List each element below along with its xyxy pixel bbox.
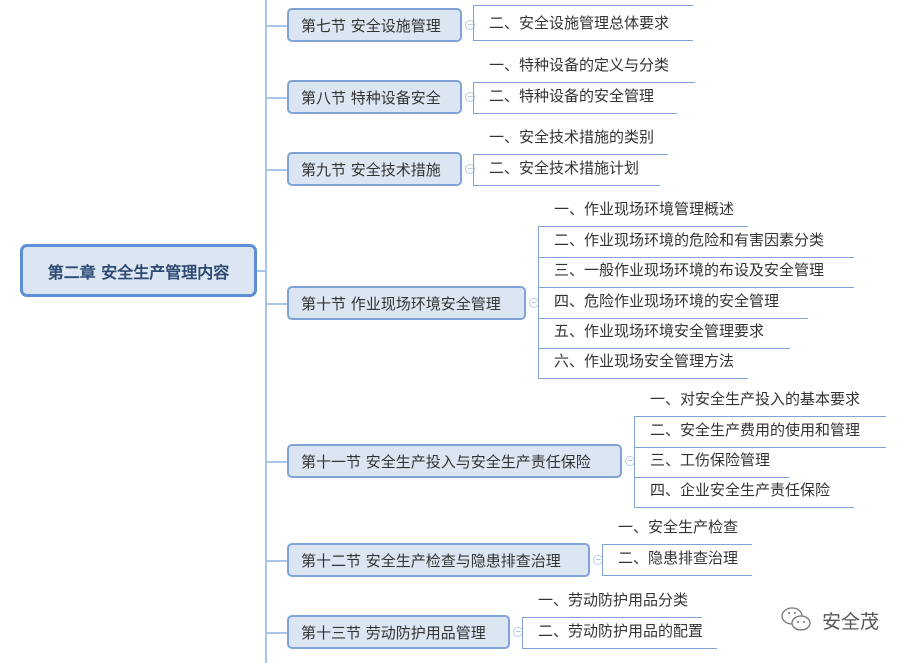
topic-label: 二、隐患排查治理	[618, 549, 739, 567]
topic-item[interactable]: 五、作业现场环境安全管理要求	[538, 324, 790, 349]
topic-label: 三、一般作业现场环境的布设及安全管理	[554, 261, 825, 279]
topic-label: 二、劳动防护用品的配置	[538, 622, 704, 640]
section-connector	[265, 97, 287, 99]
topic-label: 五、作业现场环境安全管理要求	[554, 322, 765, 340]
section-node[interactable]: 第十二节 安全生产检查与隐患排查治理	[287, 543, 590, 577]
wechat-icon	[781, 607, 811, 631]
section-connector	[265, 560, 287, 562]
topic-label: 四、企业安全生产责任保险	[650, 481, 831, 499]
topic-label: 二、安全设施管理总体要求	[489, 14, 670, 32]
topic-label: 四、危险作业现场环境的安全管理	[554, 292, 780, 310]
topic-item[interactable]: 三、一般作业现场环境的布设及安全管理	[538, 263, 854, 288]
topic-label: 一、作业现场环境管理概述	[554, 200, 735, 218]
section-connector	[265, 461, 287, 463]
topic-label: 六、作业现场安全管理方法	[554, 352, 735, 370]
section-connector	[265, 303, 287, 305]
topic-item[interactable]: 一、对安全生产投入的基本要求	[634, 392, 886, 417]
topic-label: 一、安全生产检查	[618, 518, 739, 536]
section-connector	[265, 25, 287, 27]
section-connector	[265, 169, 287, 171]
topic-item[interactable]: 二、隐患排查治理	[602, 551, 752, 576]
topic-label: 一、对安全生产投入的基本要求	[650, 390, 861, 408]
topic-item[interactable]: 二、安全设施管理总体要求	[473, 16, 693, 41]
topic-label: 二、特种设备的安全管理	[489, 87, 655, 105]
topic-item[interactable]: 三、工伤保险管理	[634, 453, 789, 478]
child-bracket	[473, 82, 474, 114]
collapse-toggle-icon[interactable]: −	[465, 92, 475, 102]
topic-item[interactable]: 一、安全生产检查	[602, 520, 752, 545]
chapter-connector	[257, 270, 266, 272]
topic-label: 一、特种设备的定义与分类	[489, 56, 670, 74]
watermark-text: 安全茂	[822, 610, 880, 633]
child-bracket	[473, 5, 474, 41]
topic-label: 二、安全生产费用的使用和管理	[650, 421, 861, 439]
child-bracket	[634, 416, 635, 508]
topic-item[interactable]: 二、特种设备的安全管理	[473, 89, 677, 114]
topic-item[interactable]: 一、劳动防护用品分类	[522, 593, 702, 618]
child-bracket	[522, 617, 523, 649]
topic-item[interactable]: 二、劳动防护用品的配置	[522, 624, 717, 649]
topic-item[interactable]: 一、安全技术措施的类别	[473, 130, 668, 155]
topic-label: 三、工伤保险管理	[650, 451, 771, 469]
topic-label: 一、安全技术措施的类别	[489, 128, 655, 146]
section-node[interactable]: 第十一节 安全生产投入与安全生产责任保险	[287, 444, 622, 478]
child-bracket	[602, 544, 603, 576]
topic-item[interactable]: 二、安全技术措施计划	[473, 161, 660, 186]
topic-item[interactable]: 四、危险作业现场环境的安全管理	[538, 294, 808, 319]
topic-label: 二、安全技术措施计划	[489, 159, 640, 177]
collapse-toggle-icon[interactable]: −	[465, 164, 475, 174]
trunk-line	[265, 0, 267, 663]
topic-label: 一、劳动防护用品分类	[538, 591, 689, 609]
watermark: 安全茂	[780, 606, 879, 634]
topic-item[interactable]: 一、作业现场环境管理概述	[538, 202, 748, 227]
collapse-toggle-icon[interactable]: −	[465, 20, 475, 30]
topic-item[interactable]: 六、作业现场安全管理方法	[538, 354, 748, 379]
topic-item[interactable]: 一、特种设备的定义与分类	[473, 58, 695, 83]
topic-item[interactable]: 二、安全生产费用的使用和管理	[634, 423, 886, 448]
section-node[interactable]: 第十节 作业现场环境安全管理	[287, 286, 526, 320]
section-node[interactable]: 第八节 特种设备安全	[287, 80, 462, 114]
chapter-node[interactable]: 第二章 安全生产管理内容	[20, 244, 257, 297]
section-node[interactable]: 第七节 安全设施管理	[287, 8, 462, 42]
child-bracket	[473, 154, 474, 186]
section-node[interactable]: 第九节 安全技术措施	[287, 152, 462, 186]
section-node[interactable]: 第十三节 劳动防护用品管理	[287, 615, 510, 649]
topic-item[interactable]: 四、企业安全生产责任保险	[634, 483, 854, 508]
child-bracket	[538, 226, 539, 379]
topic-item[interactable]: 二、作业现场环境的危险和有害因素分类	[538, 233, 854, 258]
topic-label: 二、作业现场环境的危险和有害因素分类	[554, 231, 825, 249]
section-connector	[265, 632, 287, 634]
topic-item[interactable]: 一、安全设施	[473, 0, 693, 6]
